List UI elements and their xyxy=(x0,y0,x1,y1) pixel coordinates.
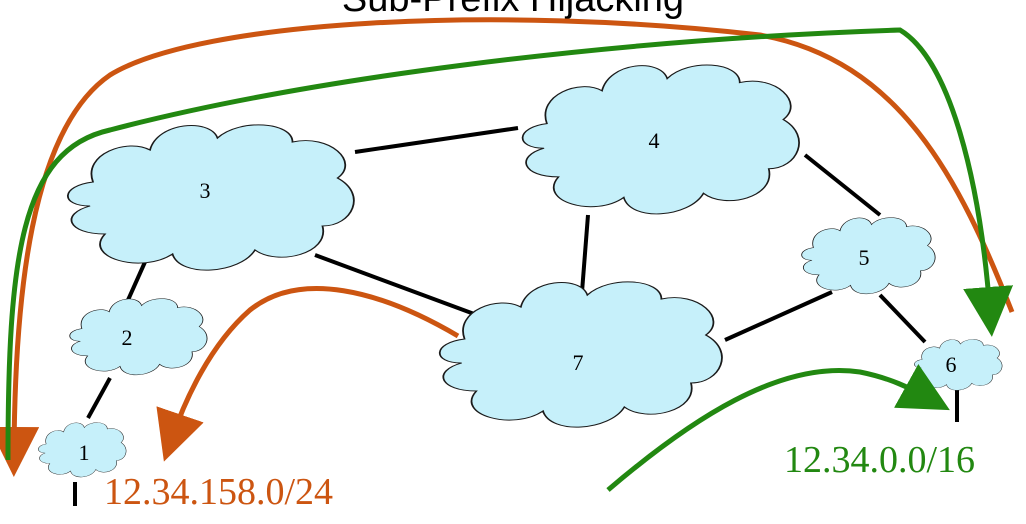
link-4-7 xyxy=(580,214,590,293)
as-cloud-3: 3 xyxy=(66,123,355,272)
link-3-4 xyxy=(354,126,519,154)
hijacked-prefix-label: 12.34.158.0/24 xyxy=(104,471,333,513)
hijack-announcement-arrow-short xyxy=(156,286,460,462)
as-label-5: 5 xyxy=(859,245,870,270)
as-label-2: 2 xyxy=(122,325,133,350)
link-2-3 xyxy=(126,261,147,301)
diagram-title: Sub-Prefix Hijacking xyxy=(0,0,1026,21)
link-4-5 xyxy=(803,153,882,217)
as-cloud-7: 7 xyxy=(438,280,723,429)
as-label-7: 7 xyxy=(573,350,584,375)
legitimate-prefix-label: 12.34.0.0/16 xyxy=(784,439,975,481)
link-5-7 xyxy=(724,290,833,342)
as-cloud-6: 6 xyxy=(914,339,1003,391)
as-label-6: 6 xyxy=(946,352,957,377)
as-cloud-1: 1 xyxy=(38,422,127,478)
legit-announcement-arrow-long xyxy=(5,27,1014,461)
hijack-announcement-arrow-long xyxy=(0,17,1015,477)
link-3-7 xyxy=(314,253,486,320)
link-1-2 xyxy=(86,377,112,419)
as-cloud-2: 2 xyxy=(69,298,208,376)
as-label-3: 3 xyxy=(200,178,211,203)
as-label-4: 4 xyxy=(649,128,660,153)
as-label-1: 1 xyxy=(79,440,90,465)
legit-announcement-arrow-short xyxy=(606,364,950,492)
as-cloud-5: 5 xyxy=(801,217,936,295)
as-cloud-4: 4 xyxy=(521,64,800,215)
link-5-6 xyxy=(878,293,927,344)
as-links xyxy=(73,126,959,506)
